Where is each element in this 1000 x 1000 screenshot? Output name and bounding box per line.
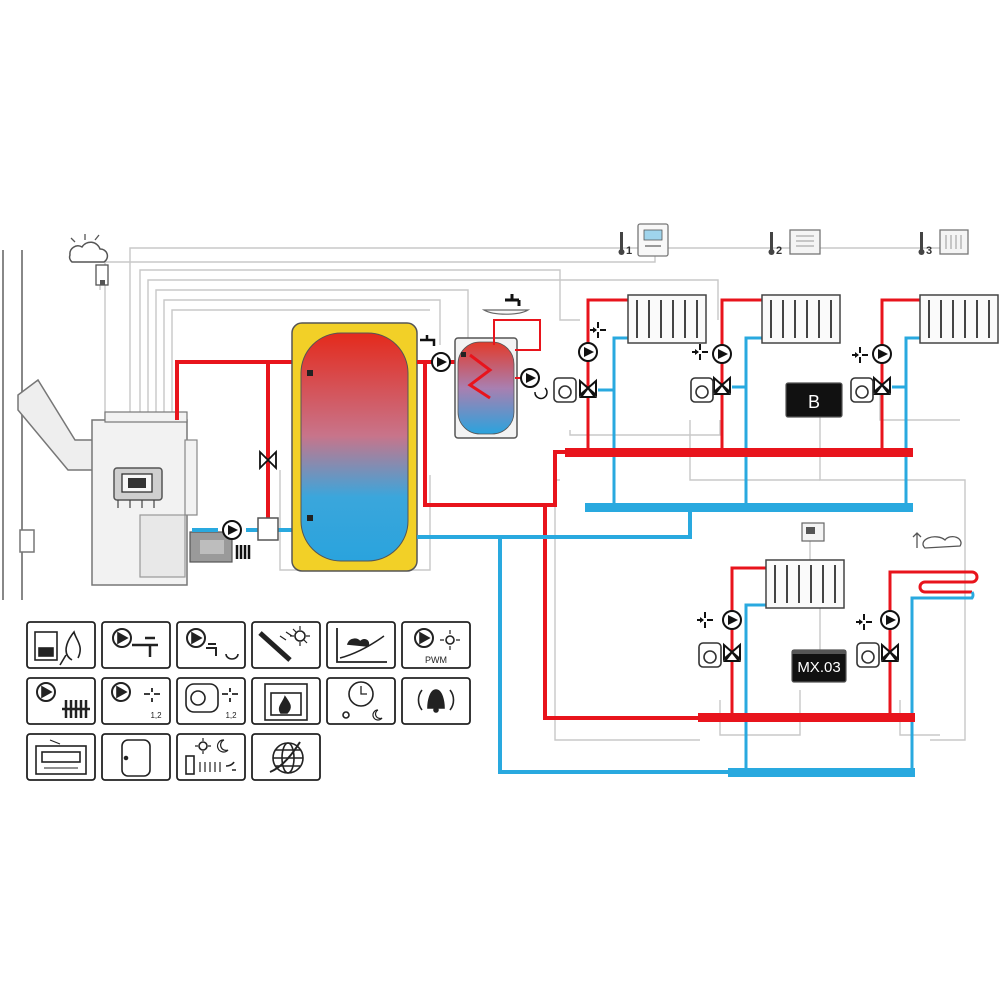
tank-tap <box>420 335 436 346</box>
outdoor-weather-sensor <box>68 234 109 286</box>
circuit-3-sensor <box>851 346 869 364</box>
pump-tap-icon <box>101 621 171 669</box>
boiler-fan <box>235 545 251 559</box>
fireplace-icon <box>251 677 321 725</box>
radiator-2 <box>761 294 841 344</box>
lower-return-manifold <box>728 768 915 777</box>
circuit-4-sensor <box>696 611 714 629</box>
dhw-tank <box>454 337 518 439</box>
ratio-label-2: 1,2 <box>225 711 237 720</box>
lower-supply-manifold <box>698 713 915 722</box>
circuit-5-actuator <box>856 642 880 668</box>
buffer-tank <box>291 322 418 572</box>
radiator-1 <box>627 294 707 344</box>
heating-circuit-1 <box>553 294 707 512</box>
circuit-4-actuator <box>698 642 722 668</box>
circuit-3-actuator <box>850 377 874 403</box>
heating-circuit-3 <box>850 294 999 512</box>
module-b-label: B <box>808 392 820 412</box>
ratio-label-1: 1,2 <box>150 711 162 720</box>
room-panel <box>801 522 825 542</box>
pwm-label: PWM <box>425 655 447 665</box>
heating-circuit-4 <box>696 559 845 772</box>
room-thermostat-3: 3 <box>918 229 969 257</box>
bypass-valve <box>259 449 277 471</box>
pump-pwm-icon: PWM <box>401 621 471 669</box>
heating-curve-icon <box>326 621 396 669</box>
circuit-5-sensor <box>855 613 873 631</box>
thermostat-3-number: 3 <box>926 245 932 257</box>
thermostat-1-number: 1 <box>626 245 632 257</box>
circuit-3-pump <box>872 344 892 364</box>
outdoor-sensor-2 <box>912 532 962 549</box>
circuit-1-sensor <box>589 321 607 339</box>
boiler-controller <box>113 467 163 508</box>
day-night-clock-icon <box>326 677 396 725</box>
mixer-actuator-icon: 1,2 <box>176 677 246 725</box>
day-night-schedule-icon <box>176 733 246 781</box>
radiator-4 <box>765 559 845 609</box>
internet-globe-icon <box>251 733 321 781</box>
circuit-5-pump <box>880 610 900 630</box>
module-b: B <box>785 382 843 418</box>
module-mx-label: MX.03 <box>797 659 840 676</box>
upper-return-manifold <box>585 503 913 512</box>
boiler-loading-pump <box>222 520 242 540</box>
circuit-2-sensor <box>691 343 709 361</box>
boiler <box>91 411 251 586</box>
room-thermostat-1: 1 <box>618 223 669 257</box>
floor-heating-coil <box>918 570 979 600</box>
boiler-fuel-icon <box>26 621 96 669</box>
chimney <box>2 250 96 600</box>
upper-supply-manifold <box>565 448 913 457</box>
circuit-1-pump <box>578 342 598 362</box>
dhw-loading-pump <box>431 352 451 372</box>
pump-mixer-valve-icon: 1,2 <box>101 677 171 725</box>
dhw-circulation-pump <box>520 368 540 388</box>
alarm-bell-icon <box>401 677 471 725</box>
buffer-tank-icon <box>101 733 171 781</box>
module-mx: MX.03 <box>791 649 847 683</box>
function-icon-legend: PWM 1,2 1,2 <box>26 621 471 781</box>
room-thermostat-2: 2 <box>768 229 821 257</box>
circuit-1-actuator <box>553 377 577 403</box>
circulation-arrow <box>534 387 548 400</box>
room-panel-icon <box>26 733 96 781</box>
heating-circuit-2 <box>690 294 841 512</box>
radiator-3 <box>919 294 999 344</box>
heating-circuit-5 <box>855 570 979 772</box>
control-wiring <box>99 242 966 741</box>
pump-radiator-icon <box>26 677 96 725</box>
circuit-4-pump <box>722 610 742 630</box>
pump-tap-circulation-icon <box>176 621 246 669</box>
circuit-2-pump <box>712 344 732 364</box>
circuit-2-actuator <box>690 377 714 403</box>
mixing-tee <box>257 517 279 541</box>
hot-water-tap <box>481 294 531 315</box>
sensor-probe-icon <box>251 621 321 669</box>
thermostat-2-number: 2 <box>776 245 782 257</box>
